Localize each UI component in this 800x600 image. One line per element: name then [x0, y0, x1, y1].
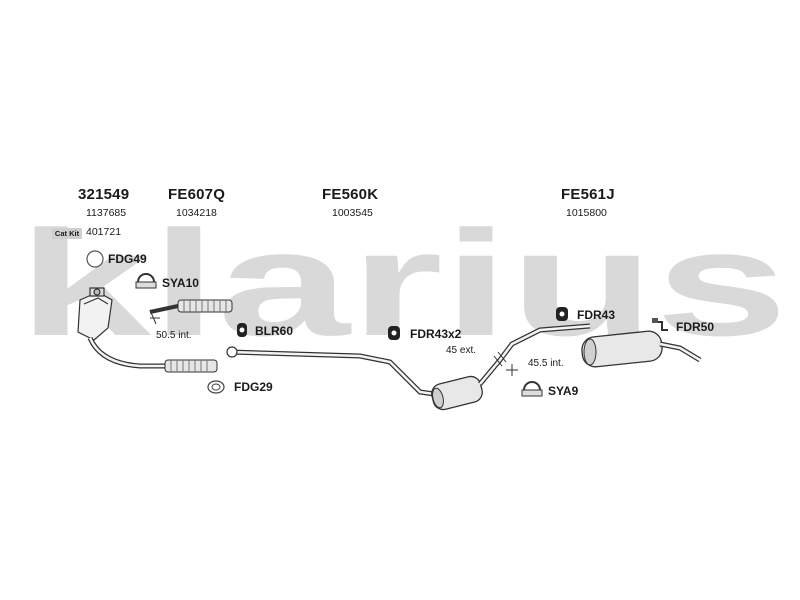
- gasket-icon: [86, 250, 104, 268]
- label-sya10: SYA10: [162, 276, 199, 290]
- center-silencer: [431, 375, 483, 411]
- part-code-1034218: 1034218: [176, 207, 217, 219]
- bracket-icon: [652, 318, 668, 331]
- label-fdg29: FDG29: [234, 380, 273, 394]
- rear-pipe: [478, 323, 591, 386]
- rubber-hanger-icon: [388, 326, 400, 340]
- cat-kit-code: 401721: [86, 226, 122, 238]
- measure-line-2: [493, 351, 507, 367]
- measure-line-1: [149, 309, 160, 325]
- rear-silencer: [581, 330, 663, 368]
- measurement-50-5-int: 50.5 int.: [156, 330, 192, 341]
- part-code-1015800: 1015800: [566, 207, 607, 219]
- gasket-ring-icon: [207, 380, 225, 394]
- part-number-fe607q: FE607Q: [168, 186, 226, 203]
- rubber-mount-icon: [237, 323, 247, 337]
- part-number-321549: 321549: [78, 186, 130, 203]
- label-fdr50: FDR50: [676, 320, 715, 334]
- cat-kit-badge: Cat Kit: [52, 228, 82, 239]
- measurement-45-ext: 45 ext.: [446, 345, 477, 356]
- flex-pipe-bottom: [164, 359, 218, 373]
- part-code-1137685: 1137685: [86, 207, 127, 219]
- part-code-1003545: 1003545: [332, 207, 373, 219]
- label-blr60: BLR60: [255, 324, 294, 338]
- catalytic-converter: [77, 287, 113, 341]
- part-number-fe560k: FE560K: [322, 186, 379, 203]
- measurement-45-5-int: 45.5 int.: [528, 358, 564, 369]
- rubber-hanger-rear-icon: [556, 307, 568, 321]
- label-sya9: SYA9: [548, 384, 579, 398]
- label-fdg49: FDG49: [108, 252, 147, 266]
- measure-line-3: [506, 364, 518, 376]
- part-number-fe561j: FE561J: [561, 186, 615, 203]
- label-fdr43x2: FDR43x2: [410, 327, 462, 341]
- label-fdr43: FDR43: [577, 308, 616, 322]
- pipe-clamp: [226, 346, 238, 358]
- clamp-rear-icon: [521, 381, 543, 397]
- clamp-icon: [135, 273, 157, 289]
- flex-pipe-top: [149, 299, 233, 314]
